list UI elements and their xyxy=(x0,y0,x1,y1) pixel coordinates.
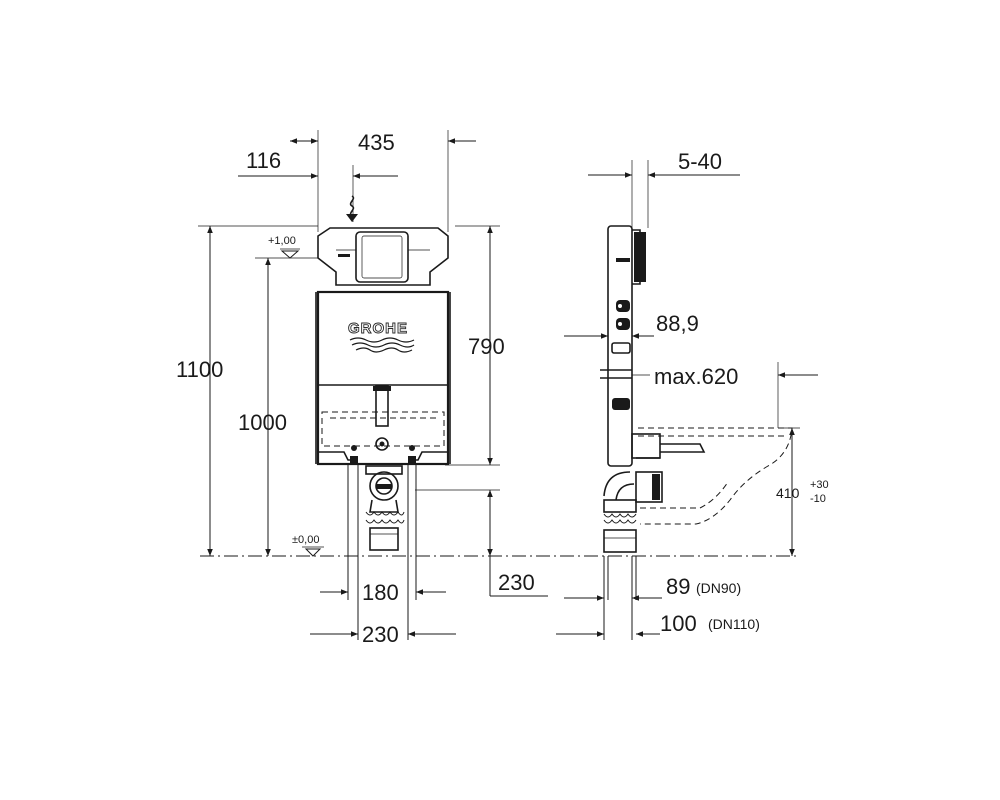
dim-bowl-tol-plus: +30 xyxy=(810,479,829,491)
dim-height-790: 790 xyxy=(468,334,505,359)
dim-bowl-410: 410 xyxy=(776,485,800,501)
level-marker-icon xyxy=(302,546,324,557)
wc-bowl-outline xyxy=(631,427,793,525)
dim-pipe-100-note: (DN110) xyxy=(708,616,760,632)
brand-logo: GROHE xyxy=(348,320,415,353)
level-marker-icon xyxy=(280,248,300,259)
dim-feet-230: 230 xyxy=(362,622,399,647)
level-floor-label: ±0,00 xyxy=(292,534,319,546)
svg-text:GROHE: GROHE xyxy=(348,320,408,337)
front-view: 435 116 1100 1000 +1,00 ±0, xyxy=(176,130,548,647)
dim-height-1000: 1000 xyxy=(238,410,287,435)
dim-pipe-89: 89 xyxy=(666,574,690,599)
dim-inlet-88-9: 88,9 xyxy=(656,311,699,336)
dim-offset-116: 116 xyxy=(246,148,281,173)
dim-width-435: 435 xyxy=(358,130,395,155)
dim-bowl-tol-minus: -10 xyxy=(810,493,826,505)
dim-max-620: max.620 xyxy=(654,364,738,389)
water-supply-icon xyxy=(346,195,358,222)
level-top-label: +1,00 xyxy=(268,235,296,247)
feet-front xyxy=(347,465,417,640)
dim-wall-5-40: 5-40 xyxy=(678,149,722,174)
cistern-frame-front: GROHE xyxy=(315,227,451,466)
dim-feet-180: 180 xyxy=(362,580,399,605)
side-view: 5-40 88,9 max.620 xyxy=(556,149,829,640)
dim-pipe-89-note: (DN90) xyxy=(696,580,741,596)
dim-height-1100: 1100 xyxy=(176,357,223,382)
dim-pipe-100: 100 xyxy=(660,611,697,636)
dim-outlet-230: 230 xyxy=(498,570,535,595)
